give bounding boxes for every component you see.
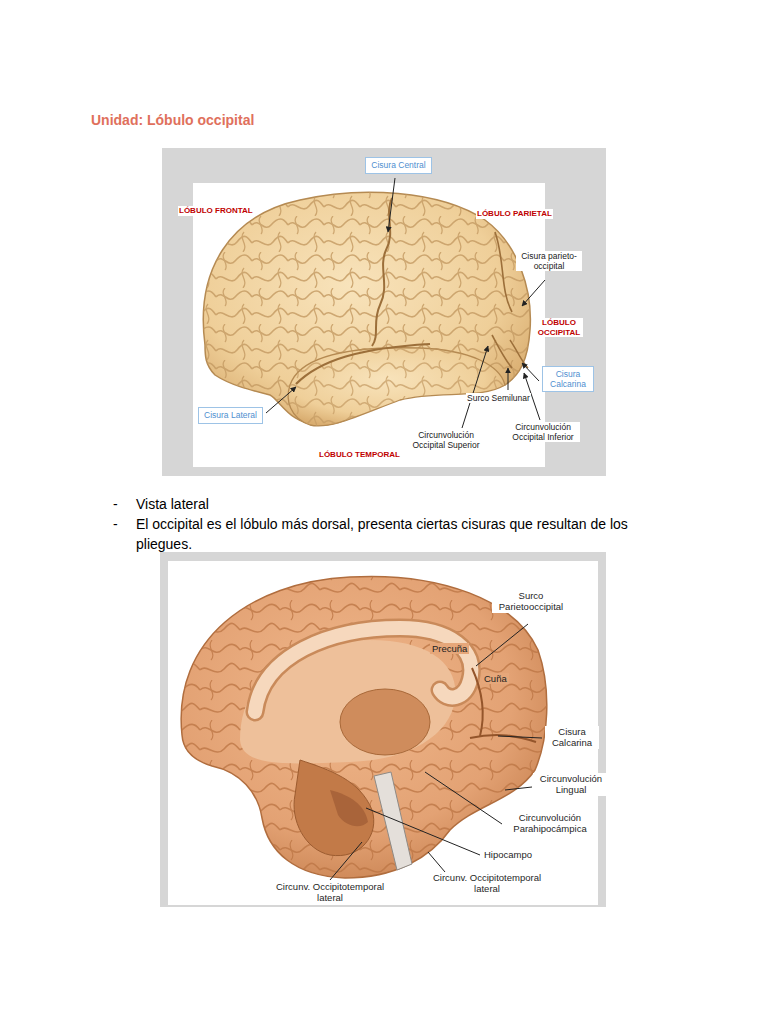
temporal-medial bbox=[294, 760, 374, 856]
lobe-name: LÓBULO OCCIPITAL bbox=[535, 318, 583, 337]
callout-text: Cisura Calcarina bbox=[548, 369, 588, 389]
callout-box: Cisura Lateral bbox=[198, 407, 263, 424]
structure-label: Cisura parieto-occipital bbox=[516, 251, 582, 271]
bullet-text: Vista lateral bbox=[136, 494, 636, 514]
structure-label: Circunvolución Parahipocámpica bbox=[503, 812, 597, 835]
leader-line bbox=[366, 808, 480, 855]
cerebrum-medial bbox=[181, 576, 547, 878]
lateral-fissure bbox=[296, 344, 430, 384]
callout-text: Cisura Lateral bbox=[204, 410, 257, 420]
leader-line bbox=[508, 368, 509, 390]
leader-line bbox=[428, 852, 445, 872]
thalamus bbox=[340, 689, 430, 755]
figure-ground bbox=[168, 561, 598, 905]
leader-lines bbox=[330, 624, 542, 880]
temporal-gyri bbox=[288, 348, 505, 426]
figure-frame bbox=[160, 552, 606, 907]
structure-label: Circunvolución Lingual bbox=[533, 773, 609, 796]
temporal-lobe bbox=[288, 348, 505, 426]
cerebrum-lateral bbox=[203, 192, 530, 425]
callout-box: Cisura Calcarina bbox=[542, 366, 594, 392]
figure-ground bbox=[193, 183, 545, 467]
structure-label: Cuña bbox=[482, 673, 509, 684]
leader-line bbox=[476, 624, 528, 666]
hippocampus bbox=[330, 790, 368, 826]
brainstem-cut bbox=[374, 772, 412, 870]
structure-label: Circunv. Occipitotemporal lateral bbox=[263, 881, 397, 904]
leader-line bbox=[522, 280, 545, 306]
figure-frame bbox=[162, 148, 606, 476]
bullet-marker: - bbox=[113, 514, 118, 534]
calcarine-sulcus bbox=[510, 340, 528, 368]
leader-line bbox=[505, 787, 532, 790]
medial-cortex-inner bbox=[240, 640, 456, 763]
structure-label: Circunvolución Occipital Inferior bbox=[506, 422, 580, 442]
gyri-texture bbox=[181, 576, 547, 878]
parieto-occipital-sulcus bbox=[495, 232, 512, 312]
callout-text: Cisura Central bbox=[371, 160, 426, 170]
central-sulcus bbox=[372, 198, 392, 346]
bullet-text: El occipital es el lóbulo más dorsal, pr… bbox=[136, 514, 636, 554]
leader-line bbox=[330, 842, 362, 880]
leader-line bbox=[266, 387, 296, 413]
structure-label: Circunv. Occipitotemporal lateral bbox=[420, 872, 554, 895]
structure-label: Cisura Calcarina bbox=[545, 726, 599, 749]
semilunar-sulcus bbox=[492, 335, 512, 368]
structure-label: Surco Semilunar bbox=[466, 393, 531, 403]
leader-line bbox=[462, 346, 488, 428]
lobe-name: LÓBULO PARIETAL bbox=[476, 209, 553, 219]
leader-line bbox=[388, 178, 395, 232]
leader-line bbox=[522, 363, 539, 381]
lobe-name: LÓBULO TEMPORAL bbox=[318, 450, 401, 460]
structure-label: Surco Parietooccipital bbox=[492, 590, 570, 613]
structure-label: Hipocampo bbox=[483, 849, 533, 860]
structure-label: Precuña bbox=[430, 643, 469, 654]
gyri-texture bbox=[203, 192, 530, 425]
leader-line bbox=[425, 772, 502, 824]
lobe-name: LÓBULO FRONTAL bbox=[178, 206, 254, 216]
leader-line bbox=[498, 736, 542, 738]
structure-label: Circunvolución Occipital Superior bbox=[402, 430, 490, 450]
bullet-marker: - bbox=[113, 494, 118, 514]
page-heading: Unidad: Lóbulo occipital bbox=[91, 112, 254, 129]
callout-box: Cisura Central bbox=[365, 157, 432, 174]
